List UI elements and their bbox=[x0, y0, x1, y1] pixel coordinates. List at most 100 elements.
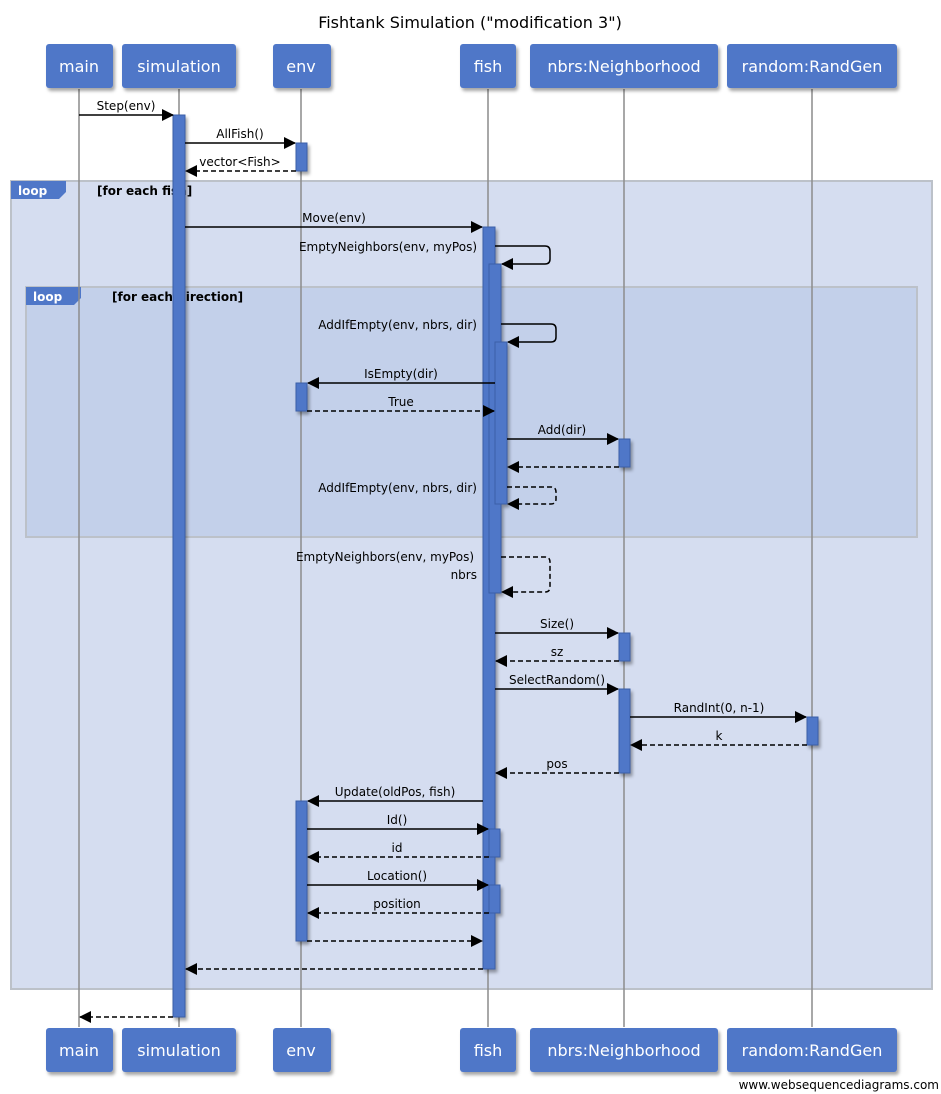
message-isempty: IsEmpty(dir) bbox=[307, 367, 495, 389]
message-emptyneighbors-call: EmptyNeighbors(env, myPos) bbox=[299, 240, 551, 270]
participant-box bbox=[460, 1028, 516, 1072]
message-label: AddIfEmpty(env, nbrs, dir) bbox=[318, 318, 477, 332]
message-id: Id() bbox=[307, 813, 489, 835]
participant-nbrs-top: nbrs:Neighborhood bbox=[530, 44, 718, 88]
message-move: Move(env) bbox=[185, 211, 483, 233]
message-label: pos bbox=[546, 757, 567, 771]
message-update: Update(oldPos, fish) bbox=[307, 785, 483, 807]
message-label: id bbox=[392, 841, 403, 855]
message-label: SelectRandom() bbox=[509, 673, 605, 687]
participant-label: env bbox=[286, 57, 315, 76]
message-label: RandInt(0, n-1) bbox=[674, 701, 765, 715]
participant-random-bottom: random:RandGen bbox=[727, 1028, 897, 1072]
participant-env-bottom: env bbox=[273, 1028, 331, 1072]
message-label: Id() bbox=[387, 813, 408, 827]
participant-label: fish bbox=[474, 1041, 503, 1060]
activation-nbrs-add bbox=[618, 438, 631, 468]
self-return-arrow bbox=[501, 556, 551, 598]
message-label: k bbox=[716, 729, 723, 743]
loop-condition-outer: [for each fish] bbox=[97, 184, 192, 198]
loop-tag-box-inner bbox=[26, 287, 81, 305]
message-label: True bbox=[387, 395, 414, 409]
activation-fish-id bbox=[488, 828, 501, 858]
loop-tag-label-inner: loop bbox=[33, 290, 63, 304]
participant-label: fish bbox=[474, 57, 503, 76]
participant-fish-top: fish bbox=[460, 44, 516, 88]
message-label: vector<Fish> bbox=[199, 155, 280, 169]
message-label: EmptyNeighbors(env, myPos) bbox=[299, 240, 477, 254]
message-label: AllFish() bbox=[216, 127, 263, 141]
participant-box bbox=[122, 1028, 236, 1072]
message-position-return: position bbox=[307, 897, 489, 919]
credit-link[interactable]: www.websequencediagrams.com bbox=[738, 1078, 939, 1092]
participants-bottom: main simulation env fish nbrs:Neighborho… bbox=[46, 1028, 897, 1072]
message-emptyneighbors-return: EmptyNeighbors(env, myPos) nbrs bbox=[296, 550, 551, 598]
participant-label: random:RandGen bbox=[742, 57, 883, 76]
message-true-return: True bbox=[307, 395, 495, 417]
participant-simulation-top: simulation bbox=[122, 44, 236, 88]
activation-random-randint bbox=[806, 716, 819, 746]
self-call-arrow bbox=[495, 245, 551, 270]
participant-label: random:RandGen bbox=[742, 1041, 883, 1060]
participant-label: simulation bbox=[137, 1041, 220, 1060]
self-return-arrow bbox=[507, 486, 557, 510]
participants-top: main simulation env fish nbrs:Neighborho… bbox=[46, 44, 897, 88]
participant-box bbox=[727, 44, 897, 88]
activation-env-update bbox=[295, 800, 308, 942]
participant-box bbox=[46, 44, 113, 88]
activation-simulation bbox=[172, 114, 186, 1018]
participant-main-bottom: main bbox=[46, 1028, 113, 1072]
message-location: Location() bbox=[307, 869, 489, 891]
participant-box bbox=[46, 1028, 113, 1072]
participant-main-top: main bbox=[46, 44, 113, 88]
participant-label: nbrs:Neighborhood bbox=[547, 1041, 700, 1060]
participant-random-top: random:RandGen bbox=[727, 44, 897, 88]
participant-fish-bottom: fish bbox=[460, 1028, 516, 1072]
activation-env-isempty bbox=[295, 382, 308, 412]
diagram-title: Fishtank Simulation ("modification 3") bbox=[318, 13, 622, 32]
participant-label: main bbox=[59, 57, 99, 76]
participant-nbrs-bottom: nbrs:Neighborhood bbox=[530, 1028, 718, 1072]
activation-fish-addifempty bbox=[494, 341, 508, 505]
message-label: Location() bbox=[367, 869, 427, 883]
message-k-return: k bbox=[630, 729, 807, 751]
message-step: Step(env) bbox=[79, 99, 174, 121]
messages: Step(env) AllFish() vector<Fish> Move(en… bbox=[79, 99, 807, 1023]
participant-label: simulation bbox=[137, 57, 220, 76]
message-vector-fish-return: vector<Fish> bbox=[185, 155, 296, 177]
message-label: Step(env) bbox=[97, 99, 156, 113]
message-addifempty-call: AddIfEmpty(env, nbrs, dir) bbox=[318, 318, 557, 348]
message-label: position bbox=[373, 897, 421, 911]
message-label: Size() bbox=[540, 617, 574, 631]
loop-tag-label-outer: loop bbox=[18, 184, 48, 198]
message-size: Size() bbox=[495, 617, 619, 639]
message-allfish: AllFish() bbox=[185, 127, 296, 149]
participant-env-top: env bbox=[273, 44, 331, 88]
message-selectrandom: SelectRandom() bbox=[495, 673, 619, 695]
participant-box bbox=[122, 44, 236, 88]
participant-box bbox=[530, 44, 718, 88]
participant-box bbox=[273, 44, 331, 88]
message-addifempty-return: AddIfEmpty(env, nbrs, dir) bbox=[318, 481, 557, 510]
activation-env-allfish bbox=[295, 142, 308, 172]
participant-simulation-bottom: simulation bbox=[122, 1028, 236, 1072]
message-sz-return: sz bbox=[495, 645, 619, 667]
message-label: Update(oldPos, fish) bbox=[335, 785, 456, 799]
loop-tag-box-outer bbox=[11, 181, 66, 199]
message-label: AddIfEmpty(env, nbrs, dir) bbox=[318, 481, 477, 495]
message-label-return-value: nbrs bbox=[451, 568, 477, 582]
message-randint: RandInt(0, n-1) bbox=[630, 701, 807, 723]
message-label: IsEmpty(dir) bbox=[364, 367, 438, 381]
participant-box bbox=[530, 1028, 718, 1072]
message-label: Move(env) bbox=[302, 211, 366, 225]
message-label: sz bbox=[551, 645, 564, 659]
participant-label: env bbox=[286, 1041, 315, 1060]
activation-nbrs-size bbox=[618, 632, 631, 662]
message-label: Add(dir) bbox=[538, 423, 586, 437]
participant-label: nbrs:Neighborhood bbox=[547, 57, 700, 76]
message-id-return: id bbox=[307, 841, 489, 863]
self-call-arrow bbox=[501, 323, 557, 348]
message-add: Add(dir) bbox=[507, 423, 619, 445]
message-label: EmptyNeighbors(env, myPos) bbox=[296, 550, 474, 564]
